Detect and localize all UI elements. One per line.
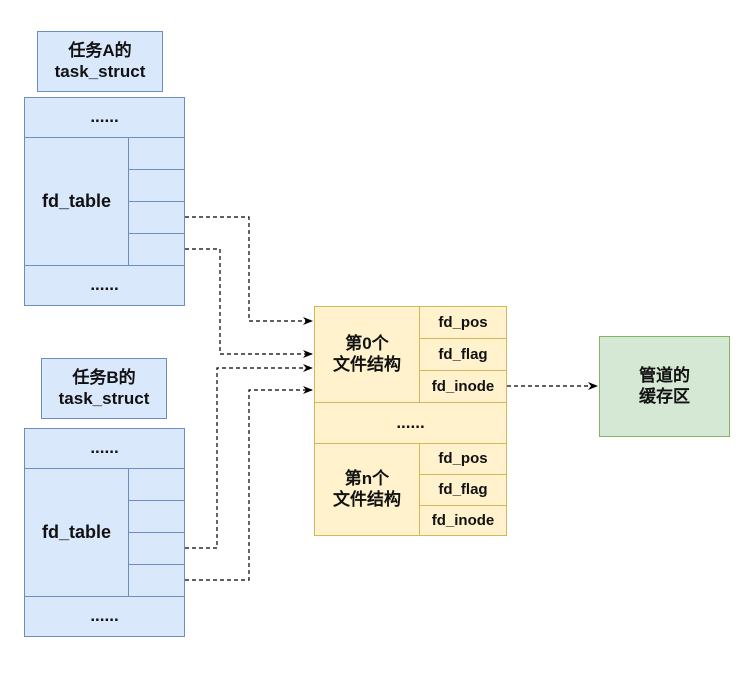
- task-b-title: 任务B的 task_struct: [41, 358, 167, 419]
- task-b-bottom-ellipsis: ......: [24, 596, 185, 637]
- task-b-fd-slot-4: [128, 564, 185, 597]
- arrow-task-a-slot3-to-file0: [185, 216, 313, 325]
- file-n-fd-flag: fd_flag: [419, 474, 507, 506]
- task-b-fd-slot-1: [128, 468, 185, 501]
- task-a-fd-slot-3: [128, 201, 185, 234]
- task-b-fd-slot-2: [128, 500, 185, 533]
- pipe-buffer: 管道的 缓存区: [599, 336, 730, 437]
- arrow-task-b-slot3-to-file0: [185, 364, 313, 549]
- task-a-fd-slot-1: [128, 137, 185, 170]
- file-0-label: 第0个 文件结构: [314, 306, 420, 403]
- file-table-middle-ellipsis: ......: [314, 402, 507, 444]
- task-b-top-ellipsis: ......: [24, 428, 185, 469]
- task-b-fd-slot-3: [128, 532, 185, 565]
- file-0-fd-flag: fd_flag: [419, 338, 507, 371]
- task-a-top-ellipsis: ......: [24, 97, 185, 138]
- task-a-title: 任务A的 task_struct: [37, 31, 163, 92]
- task-a-fd-slot-2: [128, 169, 185, 202]
- arrow-task-b-slot4-to-file0: [185, 386, 313, 581]
- file-0-fd-pos: fd_pos: [419, 306, 507, 339]
- file-n-label: 第n个 文件结构: [314, 443, 420, 536]
- task-a-bottom-ellipsis: ......: [24, 265, 185, 306]
- arrow-task-a-slot4-to-file0: [185, 248, 313, 358]
- file-n-fd-inode: fd_inode: [419, 505, 507, 536]
